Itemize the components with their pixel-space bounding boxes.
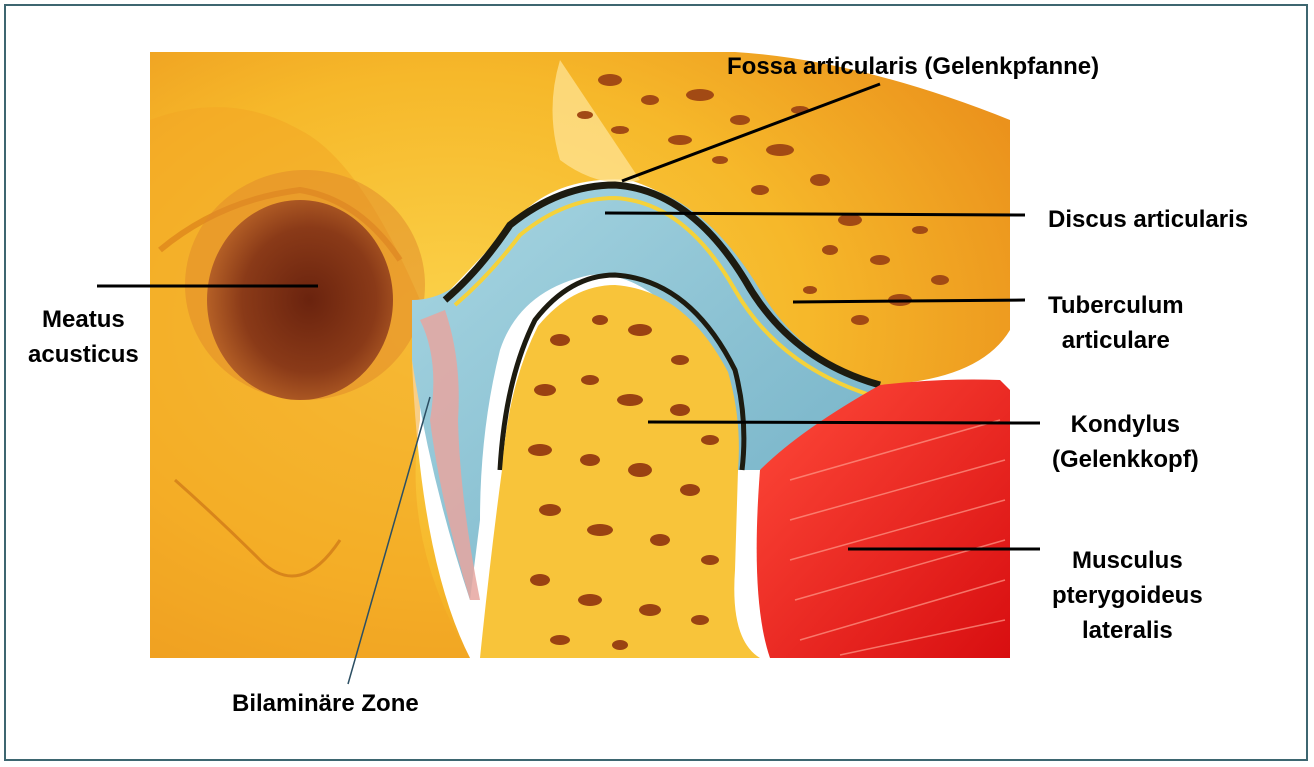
label-musculus-line-1: Musculus	[1052, 543, 1203, 578]
label-meatus-line-1: Meatus	[28, 302, 139, 337]
label-bilaminaere-zone: Bilaminäre Zone	[232, 686, 419, 721]
label-meatus-line-2: acusticus	[28, 337, 139, 372]
leader-discus	[605, 213, 1025, 215]
label-tuberculum-line-2: articulare	[1048, 323, 1184, 358]
label-meatus-acusticus: Meatus acusticus	[28, 302, 139, 372]
label-tuberculum-articulare: Tuberculum articulare	[1048, 288, 1184, 358]
label-kondylus-line-2: (Gelenkkopf)	[1052, 442, 1199, 477]
label-kondylus: Kondylus (Gelenkkopf)	[1052, 407, 1199, 477]
label-musculus-line-2: pterygoideus	[1052, 578, 1203, 613]
label-musculus-line-3: lateralis	[1052, 613, 1203, 648]
leader-kondylus	[648, 422, 1040, 423]
label-discus-articularis: Discus articularis	[1048, 202, 1248, 237]
label-musculus-pterygoideus: Musculus pterygoideus lateralis	[1052, 543, 1203, 648]
label-kondylus-line-1: Kondylus	[1052, 407, 1199, 442]
label-tuberculum-line-1: Tuberculum	[1048, 288, 1184, 323]
leader-tuberculum	[793, 300, 1025, 302]
label-fossa-articularis: Fossa articularis (Gelenkpfanne)	[727, 49, 1099, 84]
